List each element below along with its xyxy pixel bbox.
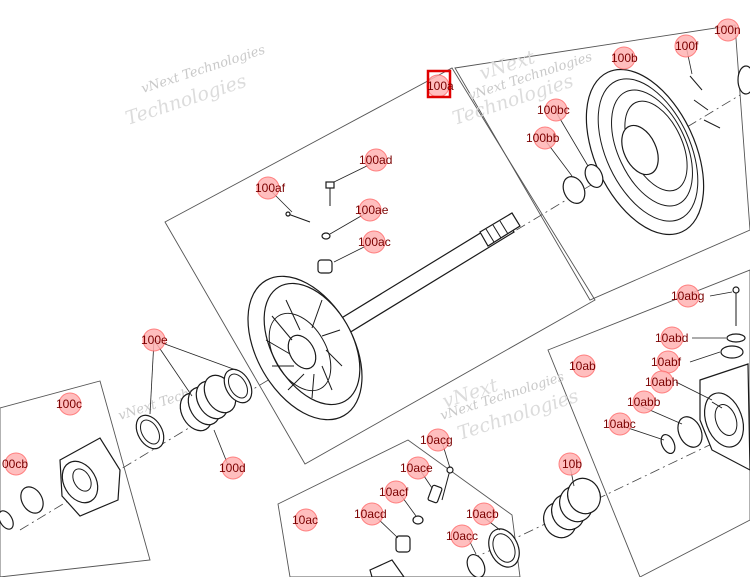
spring-10b <box>543 477 601 539</box>
washer-10abf <box>720 345 744 359</box>
callout-label: 100af <box>255 181 286 195</box>
bolt-10acg <box>441 466 454 501</box>
callout-label: 00cb <box>2 457 28 471</box>
bushing-00cb <box>20 486 44 514</box>
callout-00cb[interactable]: 00cb <box>2 452 28 476</box>
bushing-100bb <box>562 176 586 204</box>
callout-label: 100bb <box>526 131 560 145</box>
callout-label: 10ace <box>400 461 433 475</box>
callout-label: 100bc <box>537 103 570 117</box>
ring-100e-b <box>135 414 165 450</box>
callout-label: 100ae <box>355 203 389 217</box>
frame-100b-assembly <box>454 24 750 301</box>
callout-label: 100ad <box>359 153 392 167</box>
frame-100a-assembly <box>164 67 596 465</box>
body-10ac <box>369 559 405 577</box>
callout-100ad[interactable]: 100ad <box>359 148 392 172</box>
callout-label: 100c <box>56 397 82 411</box>
callout-10abh[interactable]: 10abh <box>645 370 678 394</box>
callout-100af[interactable]: 100af <box>255 176 286 200</box>
callout-100bc[interactable]: 100bc <box>537 98 570 122</box>
callout-label: 10abb <box>627 395 661 409</box>
callout-label: 10abg <box>671 289 704 303</box>
ring-10acb-inner <box>492 533 516 563</box>
callout-100a[interactable]: 100a <box>426 69 454 99</box>
movable-sheave-100b <box>585 68 705 236</box>
bolt-10abg <box>732 286 740 326</box>
callout-10b[interactable]: 10b <box>558 452 582 476</box>
pin-100af <box>285 211 311 223</box>
ring-100bc <box>584 164 604 188</box>
washer-10abd <box>726 333 746 343</box>
callout-label: 100f <box>675 39 699 53</box>
callout-label: 10abc <box>603 417 636 431</box>
callout-label: 100b <box>611 51 638 65</box>
callout-10ace[interactable]: 10ace <box>400 456 433 480</box>
callout-label: 10ab <box>569 359 596 373</box>
housing-10ab <box>699 363 750 471</box>
callout-label: 10ac <box>292 513 318 527</box>
callout-10acf[interactable]: 10acf <box>379 480 409 504</box>
fixed-sheave <box>247 275 363 421</box>
callout-label: 10acd <box>354 507 387 521</box>
screw-100ad <box>325 181 335 206</box>
spring-100d <box>179 374 237 432</box>
callout-10abd[interactable]: 10abd <box>655 326 688 350</box>
washer-10acf <box>412 515 424 525</box>
washer-left <box>0 510 14 530</box>
selection-highlight-box <box>426 69 452 99</box>
callout-10abb[interactable]: 10abb <box>627 390 661 414</box>
screws-100f <box>689 75 721 129</box>
bushing-10acd <box>395 535 411 553</box>
bushing-100ac <box>317 259 333 274</box>
callout-10acg[interactable]: 10acg <box>420 428 453 452</box>
bushing-10abb <box>677 416 703 448</box>
pin-10abh <box>711 401 723 409</box>
callout-100b[interactable]: 100b <box>611 46 638 70</box>
callout-10acb[interactable]: 10acb <box>466 502 499 526</box>
clip-10abc <box>660 433 676 455</box>
ring-10acc <box>466 554 486 577</box>
callout-label: 100n <box>714 23 741 37</box>
drive-shaft <box>334 212 521 337</box>
sleeve-10ace <box>427 484 443 504</box>
callout-label: 10abh <box>645 375 678 389</box>
callout-10abf[interactable]: 10abf <box>651 350 682 374</box>
callout-label: 100ac <box>358 235 391 249</box>
callout-100c[interactable]: 100c <box>56 392 82 416</box>
callout-label: 10abd <box>655 331 688 345</box>
callout-100d[interactable]: 100d <box>219 456 246 480</box>
callout-100f[interactable]: 100f <box>674 34 699 58</box>
callout-label: 10acf <box>379 485 409 499</box>
callout-100n[interactable]: 100n <box>714 18 741 42</box>
ring-100e-a <box>223 368 253 404</box>
callout-label: 10acg <box>420 433 453 447</box>
cam-100c <box>59 437 121 517</box>
callout-label: 100e <box>141 333 168 347</box>
callout-label: 10acb <box>466 507 499 521</box>
callout-10ac[interactable]: 10ac <box>292 508 318 532</box>
callout-label: 10b <box>562 457 582 471</box>
callout-100ac[interactable]: 100ac <box>358 230 391 254</box>
washer-100ae <box>321 232 331 240</box>
part-100n <box>737 65 750 95</box>
callout-label: 100a <box>427 79 454 93</box>
callout-10abc[interactable]: 10abc <box>603 412 636 436</box>
callout-10ab[interactable]: 10ab <box>569 354 596 378</box>
callout-label: 10abf <box>651 355 682 369</box>
callout-10acd[interactable]: 10acd <box>354 502 387 526</box>
frame-100c-assembly <box>0 380 151 577</box>
callout-10acc[interactable]: 10acc <box>446 524 478 548</box>
callout-100e[interactable]: 100e <box>141 328 168 352</box>
ring-10acb <box>488 528 520 568</box>
ring-100e-a-inner <box>228 373 248 399</box>
callout-label: 100d <box>219 461 246 475</box>
callout-100ae[interactable]: 100ae <box>355 198 389 222</box>
callout-100bb[interactable]: 100bb <box>526 126 560 150</box>
ring-100e-b-inner <box>140 419 160 445</box>
callout-label: 10acc <box>446 529 478 543</box>
callout-10abg[interactable]: 10abg <box>671 284 704 308</box>
